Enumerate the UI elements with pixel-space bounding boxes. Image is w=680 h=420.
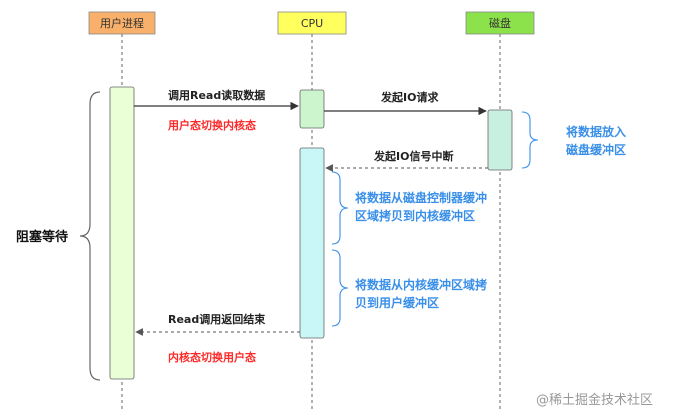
user-process-activation — [109, 86, 135, 380]
watermark: @稀土掘金技术社区 — [536, 392, 653, 408]
cpu-activation-1 — [299, 89, 325, 129]
user-process-header: 用户进程 — [88, 11, 156, 35]
read-return-label: Read调用返回结束 — [168, 312, 266, 326]
disk-buffer-brace — [521, 111, 539, 169]
kernel-to-user-note-line2: 贝到用户缓冲区 — [355, 295, 439, 310]
disk-buffer-note-line1: 将数据放入 — [566, 124, 626, 139]
ctrl-to-kernel-note-line2: 区域拷贝到内核缓冲区 — [355, 208, 475, 223]
kernel-to-user-note-line1: 将数据从内核缓冲区域拷 — [355, 277, 487, 292]
blocking-brace — [79, 91, 101, 381]
read-call-label: 调用Read读取数据 — [168, 88, 265, 102]
disk-header-box — [465, 11, 535, 35]
cpu-header-label: CPU — [301, 17, 323, 30]
io-interrupt-label: 发起IO信号中断 — [373, 149, 453, 163]
disk-buffer-note-line2: 磁盘缓冲区 — [565, 142, 626, 157]
cpu-header: CPU — [277, 11, 347, 35]
cpu-activation-2 — [299, 147, 325, 339]
io-request-label: 发起IO请求 — [380, 90, 439, 104]
user-process-header-box — [88, 11, 156, 35]
disk-header-label: 磁盘 — [489, 16, 511, 30]
blocking-label: 阻塞等待 — [16, 229, 68, 245]
user-process-header-label: 用户进程 — [100, 16, 144, 30]
user-to-kernel-label: 用户态切换内核态 — [168, 118, 256, 132]
kernel-to-user-label: 内核态切换用户态 — [168, 350, 256, 364]
kernel-to-user-brace — [331, 249, 349, 327]
ctrl-to-kernel-brace — [331, 171, 349, 245]
disk-header: 磁盘 — [465, 11, 535, 35]
ctrl-to-kernel-note-line1: 将数据从磁盘控制器缓冲 — [355, 190, 487, 205]
cpu-header-box — [277, 11, 347, 35]
disk-activation — [487, 109, 513, 171]
